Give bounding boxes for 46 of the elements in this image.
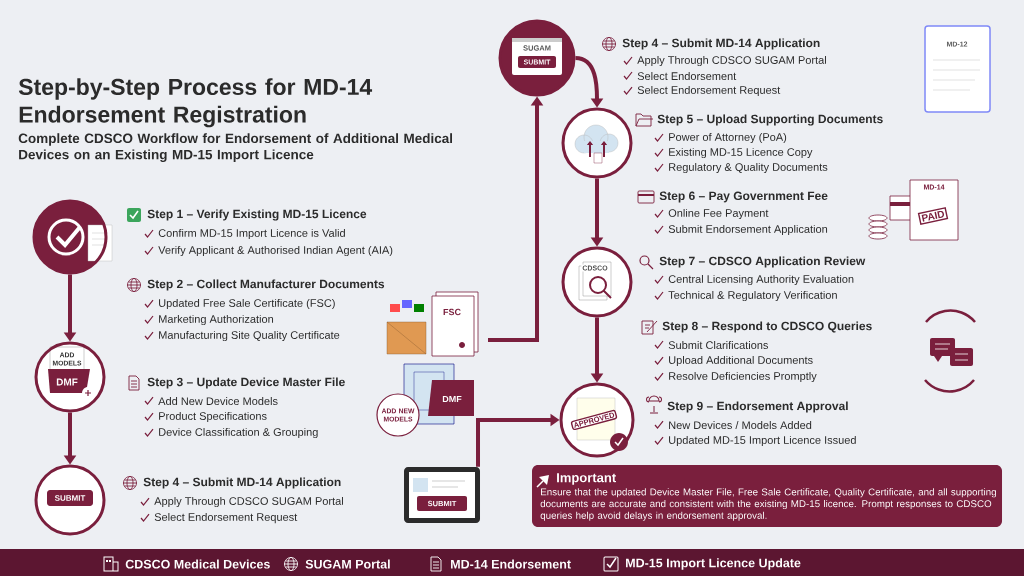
footer-item: CDSCO Medical Devices bbox=[125, 559, 270, 569]
checklist-item: New Devices / Models Added bbox=[669, 420, 812, 430]
checklist-item: Product Specifications bbox=[159, 411, 267, 423]
step-heading: Step 8 – Respond to CDSCO Queries bbox=[662, 321, 872, 333]
checklist-item: Power of Attorney (PoA) bbox=[669, 132, 787, 144]
checklist-item: Online Fee Payment bbox=[668, 208, 769, 220]
checklist-item: Apply Through CDSCO SUGAM Portal bbox=[154, 496, 343, 508]
step-heading: Step 5 – Upload Supporting Documents bbox=[657, 114, 883, 126]
checklist-item: Select Endorsement Request bbox=[637, 85, 781, 97]
step-heading: Step 9 – Endorsement Approval bbox=[667, 401, 848, 413]
checklist-item: Updated MD-15 Import Licence Issued bbox=[669, 435, 856, 447]
upload-circle bbox=[561, 107, 633, 179]
checklist-item: Existing MD-15 Licence Copy bbox=[669, 147, 813, 159]
step-heading: Step 1 – Verify Existing MD-15 Licence bbox=[147, 209, 367, 221]
verify-circle bbox=[32, 199, 113, 275]
subtitle: Complete CDSCO Workflow for Endorsement of Additional Medical Devices on an Existing MD-15 Import Licence bbox=[18, 133, 452, 163]
step-heading: Step 4 – Submit MD-14 Application bbox=[143, 477, 341, 489]
checklist-item: Updated Free Sale Certificate (FSC) bbox=[159, 298, 335, 310]
note-box: Important Ensure that the updated Device Master File, Free Sale Certificate, Quality Certificate, and all supporting documents are accurate and consistent with the existing MD-15 licence. Prompt responses to CDSCO queries help avoid delays in endorsement approval. bbox=[532, 465, 1002, 527]
footer-item: SUGAM Portal bbox=[305, 559, 390, 569]
checklist-item: Confirm MD-15 Import Licence is Valid bbox=[158, 228, 345, 240]
checklist-item: Manufacturing Site Quality Certificate bbox=[159, 330, 340, 342]
step-heading: Step 3 – Update Device Master File bbox=[147, 377, 345, 389]
checklist-item: Marketing Authorization bbox=[159, 314, 273, 326]
checklist-item: Resolve Deficiencies Promptly bbox=[669, 371, 817, 383]
checklist-item: Select Endorsement Request bbox=[154, 512, 298, 524]
certificate-drawing: FSC bbox=[386, 291, 479, 357]
checklist-item: Regulatory & Quality Documents bbox=[669, 162, 828, 174]
checklist-item: Verify Applicant & Authorised Indian Agent (AIA) bbox=[158, 245, 393, 257]
checklist-item: Select Endorsement bbox=[637, 71, 737, 81]
checklist-item: Upload Additional Documents bbox=[669, 355, 813, 367]
checklist-item: Technical & Regulatory Verification bbox=[668, 290, 837, 302]
step-heading: Step 6 – Pay Government Fee bbox=[659, 191, 828, 203]
checklist-item: Central Licensing Authority Evaluation bbox=[668, 274, 854, 286]
title: Step-by-Step Process for MD-14 Endorsement Registration bbox=[18, 78, 373, 128]
checklist-item: Submit Clarifications bbox=[668, 340, 769, 350]
label: DMF bbox=[442, 395, 462, 403]
step-heading: Step 7 – CDSCO Application Review bbox=[659, 256, 866, 268]
step-heading: Step 4 – Submit MD-14 Application bbox=[622, 38, 820, 50]
checklist-item: Submit Endorsement Application bbox=[668, 224, 828, 236]
checklist-item: Apply Through CDSCO SUGAM Portal bbox=[637, 55, 826, 67]
checklist-item: Add New Device Models bbox=[158, 396, 278, 406]
checklist-item: Device Classification & Grouping bbox=[159, 427, 318, 439]
footer-item: MD-14 Endorsement bbox=[451, 559, 571, 569]
footer-item: MD-15 Import Licence Update bbox=[626, 558, 801, 570]
step-heading: Step 2 – Collect Manufacturer Documents bbox=[147, 279, 385, 291]
